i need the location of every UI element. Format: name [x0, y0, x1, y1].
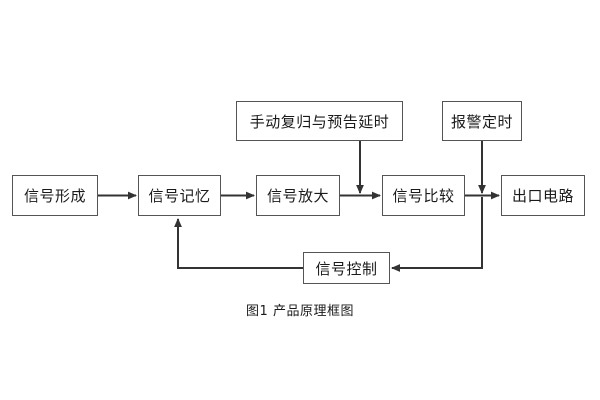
wire-compare-to-control [391, 197, 483, 272]
node-alarm-timer[interactable]: 报警定时 [442, 101, 522, 141]
wire-control-to-memory [174, 218, 303, 269]
node-label: 信号控制 [315, 259, 378, 278]
node-label: 信号比较 [392, 187, 455, 205]
node-label: 手动复归与预告延时 [249, 112, 390, 131]
node-signal-formation[interactable]: 信号形成 [12, 175, 98, 216]
node-label: 信号记忆 [148, 187, 211, 205]
node-signal-control[interactable]: 信号控制 [303, 252, 390, 284]
node-label: 信号放大 [266, 187, 329, 205]
node-signal-memory[interactable]: 信号记忆 [138, 175, 221, 216]
node-label: 信号形成 [23, 187, 86, 205]
node-label: 报警定时 [450, 112, 513, 131]
node-output-circuit[interactable]: 出口电路 [501, 175, 585, 216]
node-manual-reset-delay[interactable]: 手动复归与预告延时 [236, 101, 403, 141]
node-signal-amplify[interactable]: 信号放大 [256, 175, 340, 216]
node-label: 出口电路 [511, 187, 574, 205]
figure-caption: 图1 产品原理框图 [246, 304, 354, 319]
node-signal-compare[interactable]: 信号比较 [382, 175, 465, 216]
